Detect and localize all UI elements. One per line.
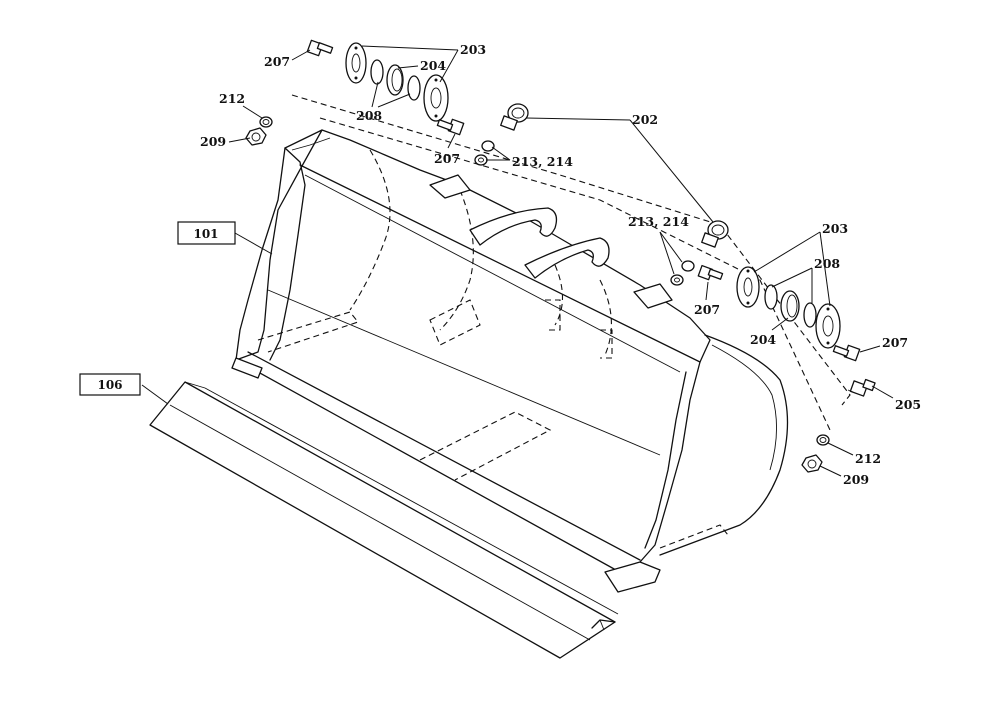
nut-209-left bbox=[245, 127, 267, 146]
callout-213-214-top: 213, 214 bbox=[512, 154, 573, 169]
flange-plate-203 bbox=[345, 42, 367, 84]
callout-207-d: 207 bbox=[882, 335, 908, 350]
cutting-edge-blade bbox=[149, 381, 619, 659]
washer-212-right bbox=[816, 434, 830, 446]
flange-plate-203b bbox=[423, 74, 449, 122]
callout-205: 205 bbox=[895, 397, 921, 412]
callout-101: 101 bbox=[193, 227, 218, 241]
callout-labels: 101 106 207 203 204 208 212 209 207 213,… bbox=[79, 42, 921, 487]
callout-207-a: 207 bbox=[264, 54, 290, 69]
bushing-204 bbox=[386, 64, 404, 96]
callout-203-right: 203 bbox=[822, 221, 848, 236]
top-left-pin-group bbox=[245, 39, 465, 146]
bucket-body bbox=[231, 94, 851, 593]
grease-fitting-202-upper bbox=[500, 103, 529, 131]
nut-209-right bbox=[801, 454, 823, 473]
bolt-207-right-bottom bbox=[832, 344, 861, 362]
callout-204-top: 204 bbox=[420, 58, 446, 73]
bolt-207-top bbox=[306, 39, 334, 57]
callout-box-101 bbox=[177, 221, 236, 245]
leader-lines bbox=[141, 45, 894, 477]
flange-plate-203-right bbox=[736, 266, 760, 308]
callout-212-right: 212 bbox=[855, 451, 881, 466]
callout-213-214-right: 213, 214 bbox=[628, 214, 689, 229]
callout-203-top: 203 bbox=[460, 42, 486, 57]
right-pin-group bbox=[697, 264, 876, 473]
washer-213-214-upper bbox=[474, 140, 495, 166]
seal-ring-208-right-b bbox=[803, 302, 817, 328]
seal-ring-208 bbox=[370, 59, 384, 85]
grease-nipple-205 bbox=[847, 378, 876, 397]
bushing-204-right bbox=[780, 290, 800, 322]
callout-106: 106 bbox=[97, 378, 122, 392]
flange-plate-203-right-b bbox=[815, 303, 841, 349]
callout-209-left: 209 bbox=[200, 134, 226, 149]
callout-202: 202 bbox=[632, 112, 658, 127]
bolt-207-right-top bbox=[697, 264, 724, 281]
callout-207-c: 207 bbox=[694, 302, 720, 317]
grease-fittings bbox=[474, 103, 729, 286]
callout-208-right: 208 bbox=[814, 256, 840, 271]
seal-ring-208-right bbox=[764, 284, 778, 310]
callout-208-top: 208 bbox=[356, 108, 382, 123]
callout-209-right: 209 bbox=[843, 472, 869, 487]
callout-box-106 bbox=[79, 373, 141, 396]
callout-212-left: 212 bbox=[219, 91, 245, 106]
callout-204-right: 204 bbox=[750, 332, 776, 347]
bolt-207-under bbox=[436, 118, 465, 136]
callout-207-b: 207 bbox=[434, 151, 460, 166]
washer-213-214-lower bbox=[670, 260, 695, 286]
seal-ring-208b bbox=[407, 75, 421, 101]
grease-fitting-202-lower bbox=[701, 220, 729, 248]
washer-212-left bbox=[259, 116, 273, 128]
